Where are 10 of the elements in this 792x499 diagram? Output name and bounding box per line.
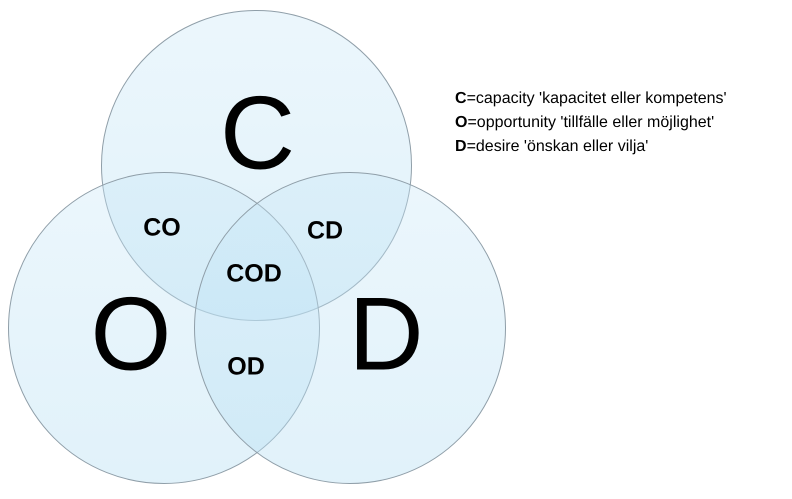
set-letter: D bbox=[348, 296, 424, 373]
key-text: C=capacity 'kapacitet eller kompetens' bbox=[455, 91, 727, 107]
key-text: D=desire 'önskan eller vilja' bbox=[455, 139, 648, 155]
region-label: CD bbox=[306, 218, 344, 244]
set-letter: O bbox=[90, 296, 172, 373]
region-label: COD bbox=[226, 262, 282, 286]
set-letter: C bbox=[220, 95, 296, 172]
region-label: OD bbox=[227, 354, 265, 380]
region-label: CO bbox=[143, 216, 181, 240]
key-text: O=opportunity 'tillfälle eller möjlighet' bbox=[455, 115, 714, 131]
